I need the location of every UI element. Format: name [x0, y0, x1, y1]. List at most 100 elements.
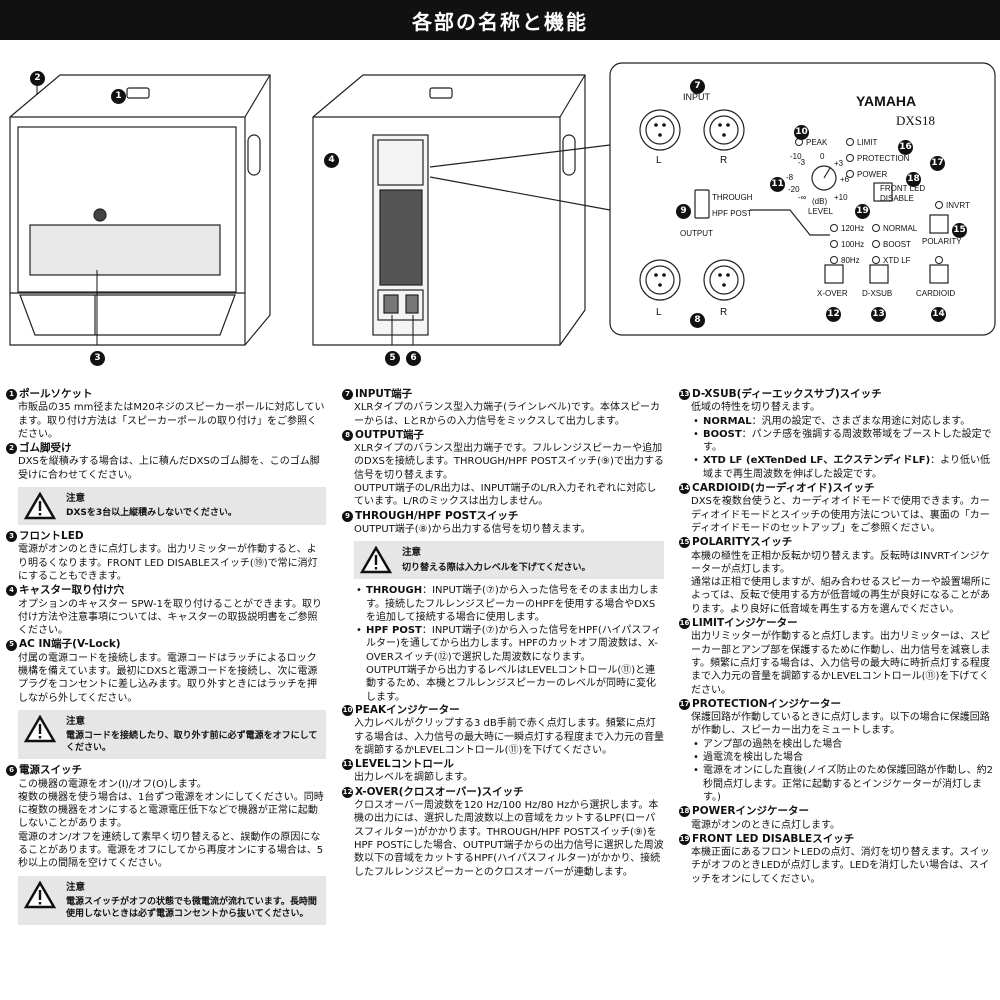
- caution-heading: 注意: [66, 881, 86, 893]
- caution-box: 注意切り替える際は入力レベルを下げてください。: [354, 541, 664, 580]
- section-body: OUTPUT端子のL/R出力は、INPUT端子のL/R入力それぞれに対応していま…: [354, 483, 657, 508]
- section-body: 入力レベルがクリップする3 dB手前で赤く点灯します。頻繁に点灯する場合は、入力…: [354, 718, 664, 756]
- section-number: 4: [6, 585, 17, 597]
- bullet-text: ：汎用の設定で、さまざまな用途に対応します。: [751, 415, 971, 427]
- yamaha-logo: YAMAHA: [856, 93, 917, 109]
- power-label: POWER: [857, 170, 888, 179]
- section-body: 本機正面にあるフロントLEDの点灯、消灯を切り替えます。スイッチがオフのときLE…: [691, 847, 990, 885]
- bullet-text: ：パンチ感を強調する周波数帯域をブーストした設定です。: [703, 428, 992, 454]
- section-title: ゴム脚受け: [19, 442, 72, 455]
- section-title: POLARITYスイッチ: [692, 536, 793, 549]
- level-tick-0: 0: [820, 152, 825, 161]
- level-tick-m10: -10: [790, 152, 802, 161]
- bullet-label: THROUGH: [366, 585, 423, 597]
- caution-box: 注意電源コードを接続したり、取り外す前に必ず電源をオフにしてください。: [18, 709, 326, 760]
- warning-icon: [24, 492, 56, 520]
- polarity-label: POLARITY: [922, 237, 962, 246]
- level-tick-minf: -∞: [798, 193, 807, 202]
- callout-13: 13: [871, 306, 886, 322]
- bullet-label: XTD LF (eXTenDed LF、エクステンディドLF): [703, 455, 931, 467]
- control-panel-drawing: [429, 62, 996, 336]
- invrt-label: INVRT: [946, 201, 970, 210]
- figures-area: 2 1 3 4 5 6 7 8 9 10 11 12 13 14 15 16 1…: [0, 55, 1000, 366]
- dxsub-boost-label: BOOST: [883, 240, 912, 249]
- section-number: 5: [6, 639, 17, 651]
- input-l-label: L: [656, 155, 662, 166]
- caution-text: 電源コードを接続したり、取り外す前に必ず電源をオフにしてください。: [66, 731, 318, 754]
- section-title: OUTPUT端子: [355, 428, 424, 441]
- section-body: この機器の電源をオン(I)/オフ(O)します。: [18, 778, 207, 790]
- section-body: 低域の特性を切り替えます。: [691, 402, 820, 414]
- bullet-text: 電源をオンにした直後(ノイズ防止のため保護回路が作動し、約2秒間点灯します。正常…: [703, 765, 993, 803]
- caution-text: 切り替える際は入力レベルを下げてください。: [402, 562, 591, 573]
- bullet-hpf-post: •HPF POST：INPUT端子(⑦)から入った信号をHPF(ハイパスフィルタ…: [356, 625, 662, 703]
- xover-100hz-label: 100Hz: [841, 240, 865, 249]
- section-number: 16: [679, 618, 690, 630]
- section-number: 18: [679, 806, 690, 818]
- level-tick-p3: +3: [834, 159, 844, 168]
- bullet-label: BOOST: [703, 428, 742, 440]
- bullet-xtd-lf: •XTD LF (eXTenDed LF、エクステンディドLF)：より低い低域ま…: [693, 455, 990, 480]
- bullet-text: アンプ部の過熱を検出した場合: [703, 738, 843, 750]
- section-number: 11: [342, 759, 353, 771]
- section-body: 複数の機器を使う場合は、1台ずつ電源をオンにしてください。同時に複数の機器をオン…: [18, 791, 324, 830]
- section-body: OUTPUT端子(⑧)から出力する信号を切り替えます。: [354, 523, 591, 535]
- section-body: 電源がオンのときに点灯します。出力リミッターが作動すると、より明るくなります。F…: [18, 544, 318, 582]
- section-number: 3: [6, 531, 17, 543]
- bullet-overheat: •アンプ部の過熱を検出した場合: [679, 738, 997, 751]
- bullet-boost: •BOOST：パンチ感を強調する周波数帯域をブーストした設定です。: [693, 428, 992, 454]
- callout-3: 3: [90, 350, 105, 366]
- callout-8: 8: [690, 312, 705, 328]
- section-number: 7: [342, 389, 353, 401]
- section-title: LIMITインジケーター: [692, 617, 798, 630]
- section-number: 9: [342, 510, 353, 522]
- bullet-power-on: •電源をオンにした直後(ノイズ防止のため保護回路が作動し、約2秒間点灯します。正…: [679, 764, 997, 804]
- level-label: LEVEL: [808, 207, 833, 216]
- xover-80hz-label: 80Hz: [841, 256, 860, 265]
- protection-label: PROTECTION: [857, 154, 910, 163]
- section-body: 市販品の35 mm径またはM20ネジのスピーカーポールに対応しています。取り付け…: [18, 402, 325, 440]
- section-body: XLRタイプのバランス型入力端子(ラインレベル)です。本体スピーカーからは、Lと…: [354, 402, 660, 427]
- section-body: 本機の極性を正相か反転か切り替えます。反転時はINVRTインジケーターが点灯しま…: [691, 550, 990, 575]
- section-title: キャスター取り付け穴: [19, 584, 124, 597]
- section-body: 電源のオン/オフを連続して素早く切り替えると、誤動作の原因になることがあります。…: [18, 831, 324, 870]
- section-title: FRONT LED DISABLEスイッチ: [692, 832, 855, 845]
- bullet-normal: •NORMAL：汎用の設定で、さまざまな用途に対応します。: [693, 415, 971, 427]
- speaker-diagrams: [9, 62, 996, 346]
- callout-12: 12: [826, 306, 841, 322]
- page-title: 各部の名称と機能: [412, 9, 588, 34]
- bullet-text: OUTPUT端子から出力するレベルはLEVELコントロール(⑪)と連動するため、…: [366, 665, 656, 703]
- callout-6: 6: [406, 350, 421, 366]
- bullet-text: 過電流を検出した場合: [703, 752, 803, 764]
- section-body: 電源がオンのときに点灯します。: [691, 819, 840, 831]
- section-title: AC IN端子(V-Lock): [19, 638, 121, 651]
- bullet-overcurrent: •過電流を検出した場合: [679, 751, 997, 764]
- level-db-label: (dB): [812, 197, 828, 206]
- section-body: DXSを縦積みする場合は、上に積んだDXSのゴム脚を、このゴム脚受けに合わせてく…: [18, 456, 320, 481]
- section-body: DXSを複数台使うと、カーディオイドモードで使用できます。カーディオイドモードと…: [691, 496, 990, 534]
- callout-7: 7: [690, 78, 705, 94]
- bullet-text: ：INPUT端子(⑦)から入った信号をHPF(ハイパスフィルター)を通してから出…: [366, 625, 662, 663]
- dxsub-normal-label: NORMAL: [883, 224, 918, 233]
- input-r-label: R: [720, 155, 728, 166]
- section-body: 付属の電源コードを接続します。電源コードはラッチによるロック機構を備えています。…: [18, 652, 318, 704]
- output-label: OUTPUT: [680, 229, 713, 238]
- section-title: PEAKインジケーター: [355, 703, 460, 716]
- section-number: 17: [679, 698, 690, 710]
- callout-17: 17: [930, 155, 945, 171]
- dxsub-xtd-label: XTD LF: [883, 256, 911, 265]
